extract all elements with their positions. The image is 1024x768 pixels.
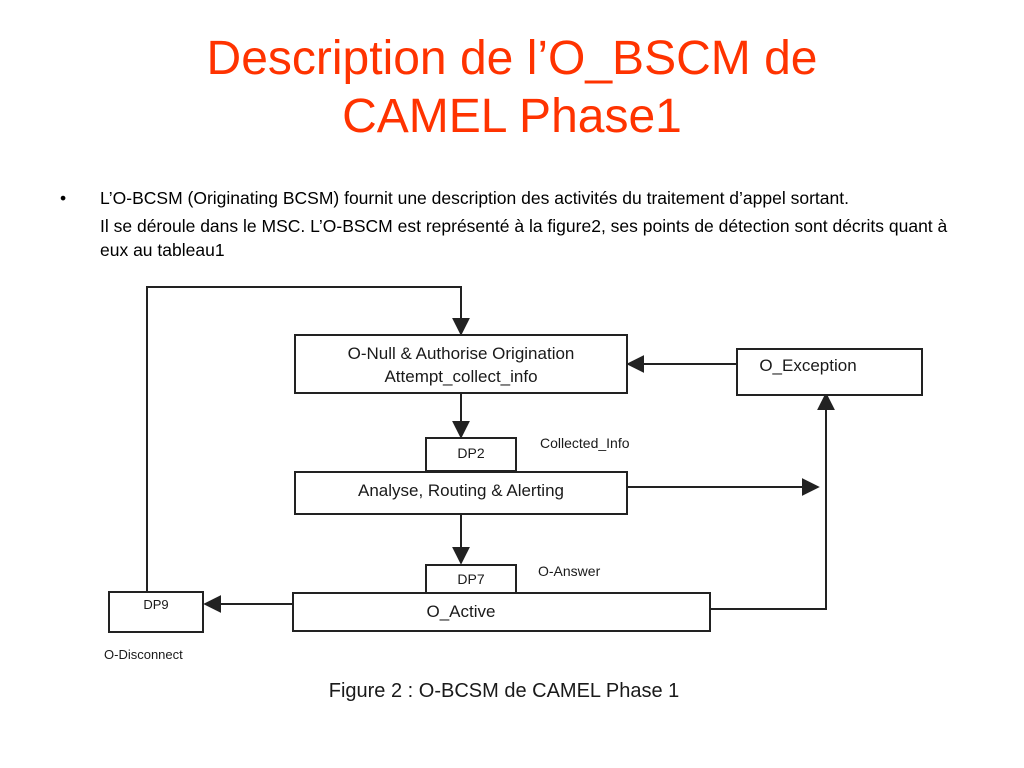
arrow-active-to-exception — [710, 392, 835, 610]
loop-line-dp9-to-null — [146, 286, 470, 592]
label-collected-info: Collected_Info — [540, 435, 630, 451]
slide-title-line2: CAMEL Phase1 — [342, 90, 682, 143]
label-dp9: DP9 — [143, 597, 168, 612]
label-o-disconnect: O-Disconnect — [104, 647, 183, 662]
slide-title-line1: Description de l’O_BSCM de — [206, 32, 818, 85]
label-o-null-line2: Attempt_collect_info — [384, 367, 537, 386]
box-dp9 — [108, 591, 204, 633]
box-dp2 — [425, 437, 517, 472]
slide-title: Description de l’O_BSCM de CAMEL Phase1 — [0, 30, 1024, 146]
label-o-exception: O_Exception — [759, 356, 856, 375]
bullet-text: L’O-BCSM (Originating BCSM) fournit une … — [100, 186, 980, 262]
figure-caption: Figure 2 : O-BCSM de CAMEL Phase 1 — [329, 680, 680, 702]
label-dp2: DP2 — [457, 445, 484, 461]
box-o-null — [294, 334, 628, 394]
label-o-null-line1: O-Null & Authorise Origination — [348, 344, 575, 363]
bullet-paragraph-1: L’O-BCSM (Originating BCSM) fournit une … — [100, 188, 849, 208]
box-o-exception — [736, 348, 923, 396]
label-o-active: O_Active — [427, 602, 496, 621]
label-analyse: Analyse, Routing & Alerting — [358, 481, 564, 500]
box-o-active — [292, 592, 711, 632]
label-dp7: DP7 — [457, 571, 484, 587]
box-analyse — [294, 471, 628, 515]
label-o-answer: O-Answer — [538, 563, 601, 579]
bullet-dot: • — [60, 188, 67, 208]
bullet-paragraph-2: Il se déroule dans le MSC. L’O-BSCM est … — [100, 216, 948, 260]
